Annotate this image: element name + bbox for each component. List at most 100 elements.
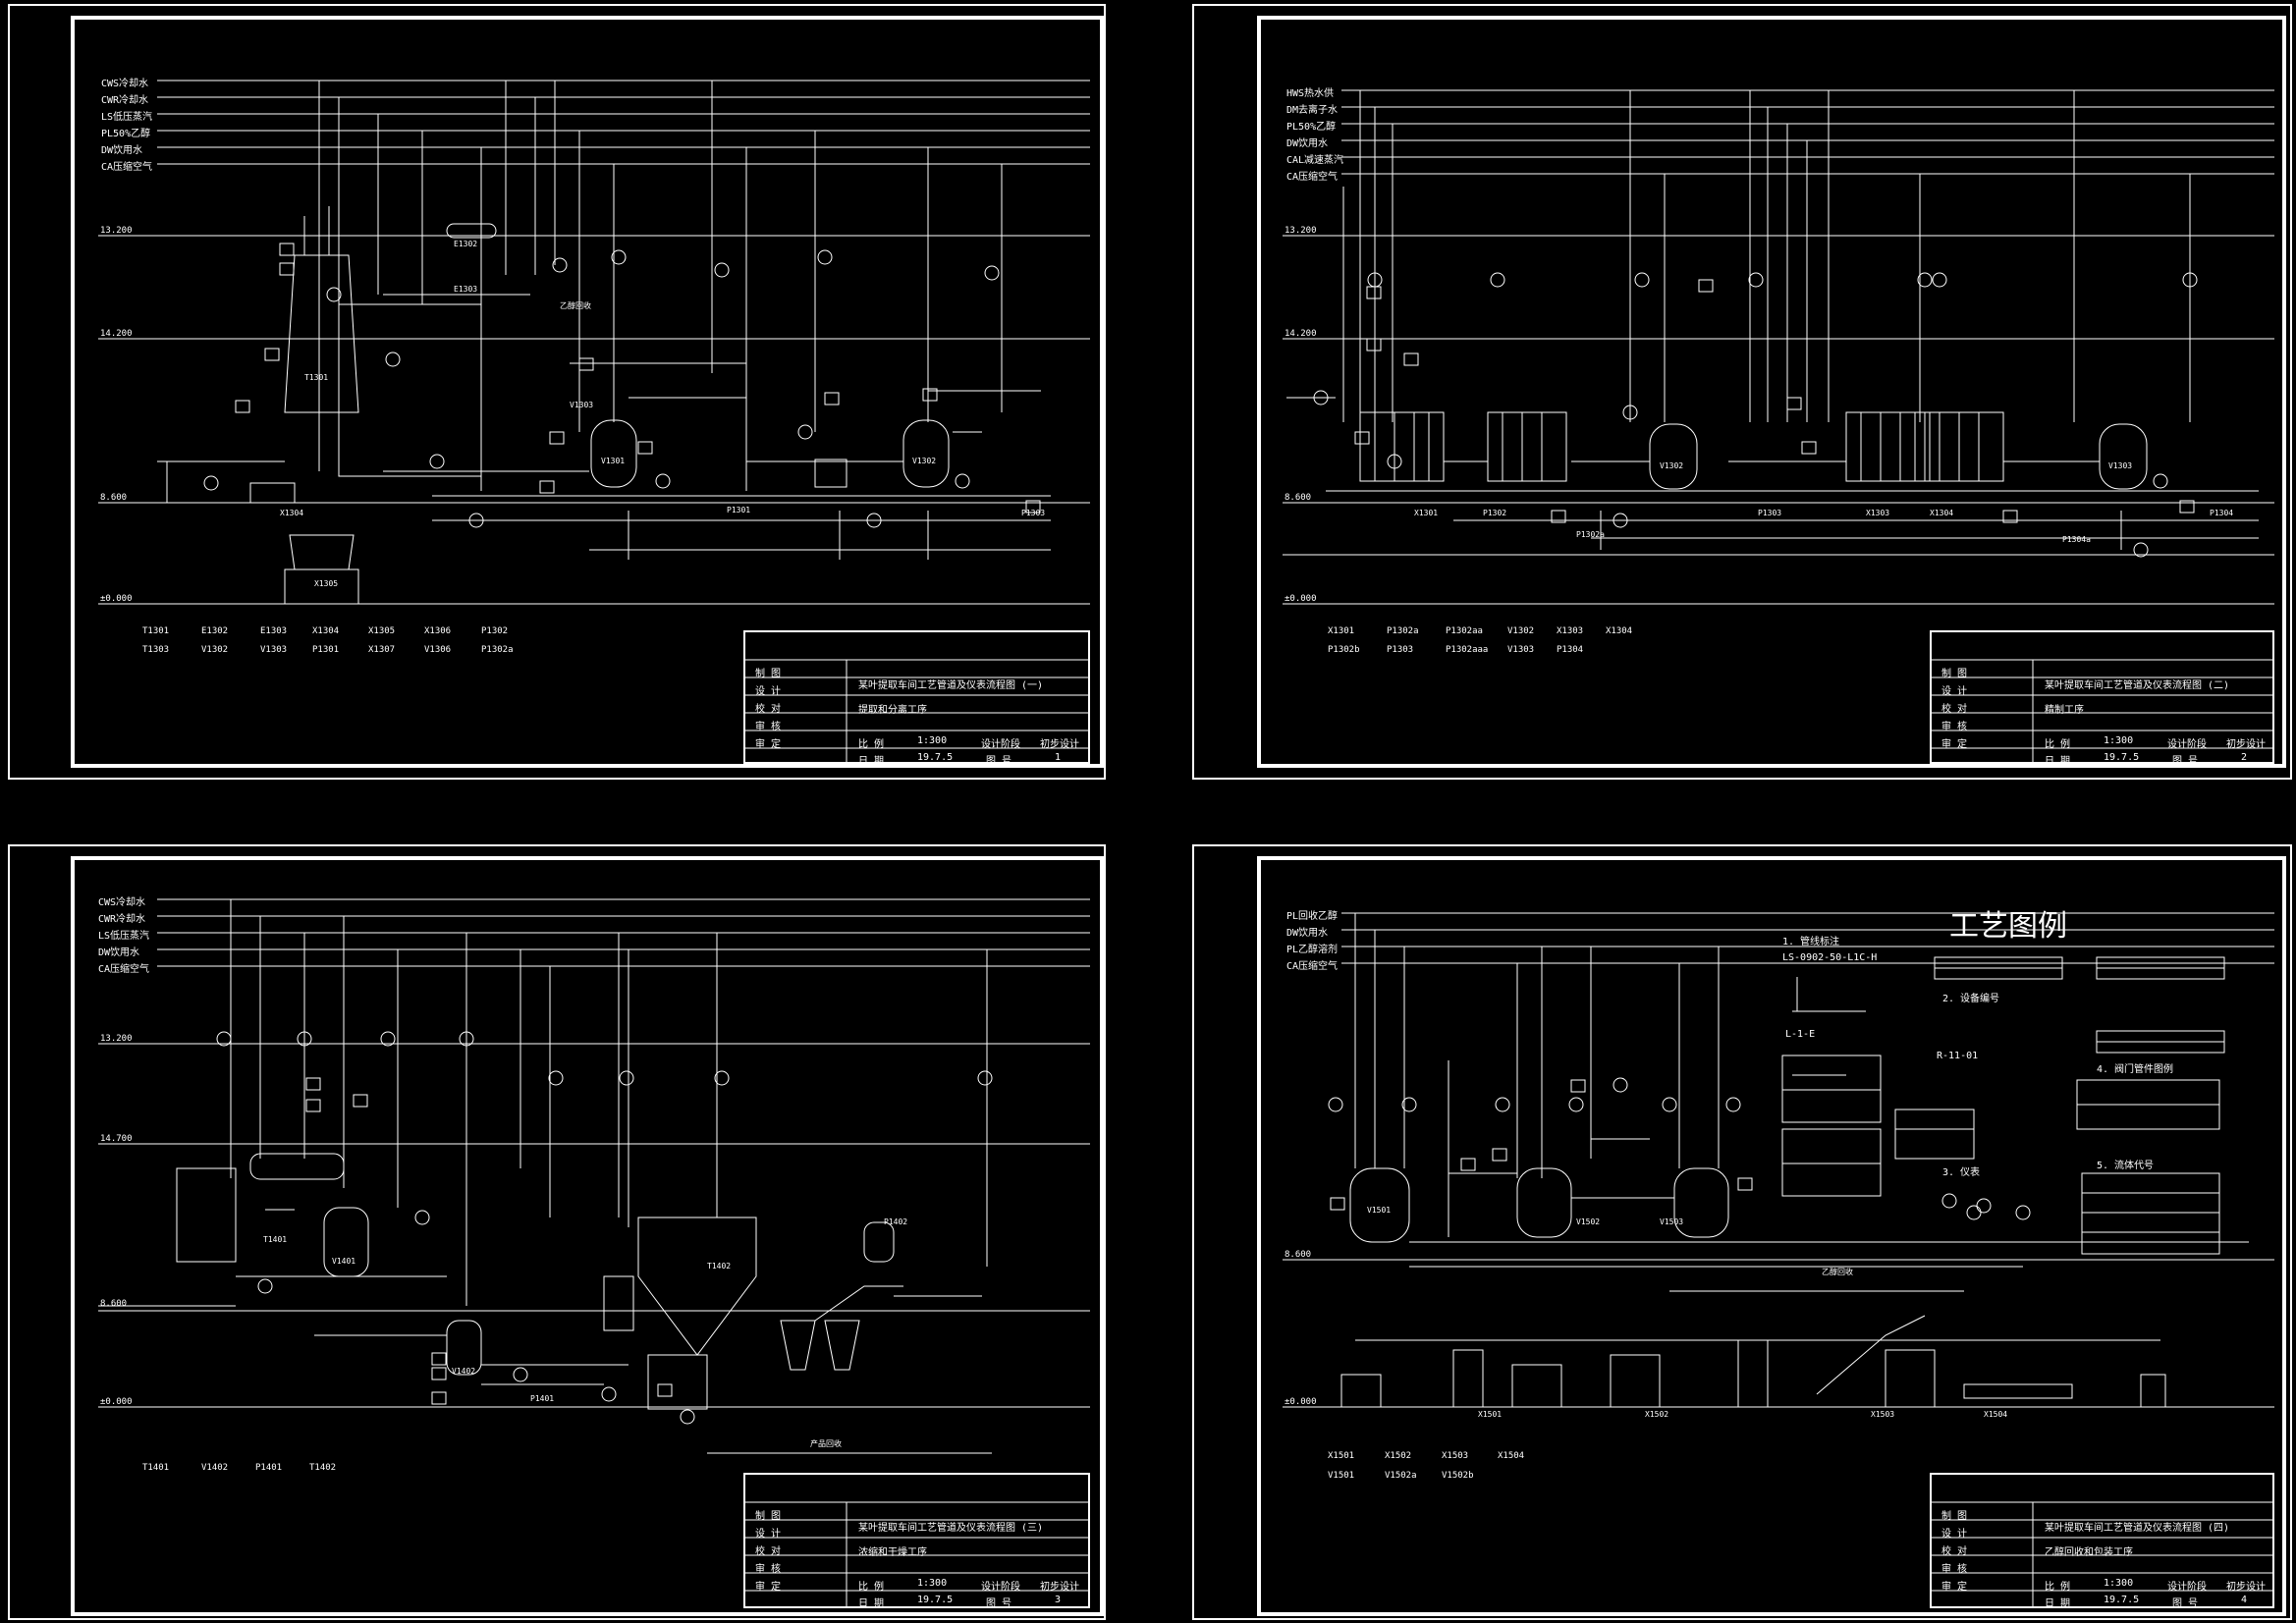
title-block-4: 制 图 设 计 校 对 审 核 审 定 某叶提取车间工艺管道及仪表流程图 (四)… xyxy=(1930,1473,2274,1609)
legend-item: T1402 xyxy=(309,1463,337,1473)
legend-item: V1502b xyxy=(1442,1471,1474,1481)
legend-item: P1302a xyxy=(1387,626,1419,636)
tb-label-stage: 设计阶段 xyxy=(2167,739,2207,750)
tb-label-review: 审 核 xyxy=(1941,1564,1968,1575)
tb-label-draw: 制 图 xyxy=(1941,1511,1968,1522)
utility-label: DM去离子水 xyxy=(1286,105,1339,116)
equipment-tag: P1302a xyxy=(1576,530,1605,539)
tb-label-scale: 比 例 xyxy=(2045,739,2071,750)
legend-item: T1301 xyxy=(142,626,170,636)
level-label: 13.200 xyxy=(100,1034,133,1044)
utility-label: PL乙醇溶剂 xyxy=(1286,945,1339,955)
tb-stage: 初步设计 xyxy=(2226,1582,2266,1593)
tb-label-stage: 设计阶段 xyxy=(2167,1582,2207,1593)
drawing-sheet-1 xyxy=(8,4,1106,780)
legend-section: 1. 管线标注 xyxy=(1782,937,1840,947)
legend-item: V1302 xyxy=(201,645,229,655)
level-label: ±0.000 xyxy=(1285,1397,1317,1407)
equipment-tag: V1503 xyxy=(1660,1217,1684,1226)
equipment-tag: X1304 xyxy=(280,509,304,517)
tb-no: 1 xyxy=(1055,752,1062,763)
tb-label-stage: 设计阶段 xyxy=(981,739,1020,750)
utility-label: PL50%乙醇 xyxy=(1286,122,1337,133)
title-block-1: 制 图 设 计 校 对 审 核 审 定 某叶提取车间工艺管道及仪表流程图 (一)… xyxy=(743,630,1090,767)
legend-item: X1307 xyxy=(368,645,396,655)
tb-label-date: 日 期 xyxy=(858,756,885,767)
tb-label-draw: 制 图 xyxy=(755,669,782,679)
tb-label-scale: 比 例 xyxy=(858,1582,885,1593)
tb-no: 4 xyxy=(2241,1595,2248,1605)
utility-label: CWR冷却水 xyxy=(101,95,149,106)
utility-label: PL50%乙醇 xyxy=(101,129,151,139)
equipment-tag: X1503 xyxy=(1871,1410,1895,1419)
legend-item: V1502a xyxy=(1385,1471,1417,1481)
level-label: 13.200 xyxy=(100,226,133,236)
tb-scale: 1:300 xyxy=(2104,1578,2134,1589)
level-label: 8.600 xyxy=(100,493,128,503)
equipment-tag: P1304a xyxy=(2062,535,2091,544)
legend-item: P1301 xyxy=(312,645,340,655)
tb-title-2: 乙醇回收和包装工序 xyxy=(2045,1547,2133,1558)
utility-label: CA压缩空气 xyxy=(1286,961,1339,972)
utility-label: DW饮用水 xyxy=(98,947,140,958)
legend-title: 工艺图例 xyxy=(1949,909,2067,944)
legend-sample: LS-0902-50-L1C-H xyxy=(1782,952,1878,963)
tb-label-design: 设 计 xyxy=(1941,686,1968,697)
tb-label-review: 审 核 xyxy=(755,722,782,732)
legend-item: X1501 xyxy=(1328,1451,1355,1461)
drawing-sheet-3 xyxy=(8,844,1106,1620)
tb-label-check: 校 对 xyxy=(755,1546,782,1557)
utility-label: DW饮用水 xyxy=(101,145,143,156)
tb-label-check: 校 对 xyxy=(1941,1546,1968,1557)
legend-item: E1303 xyxy=(260,626,288,636)
equipment-tag: V1401 xyxy=(332,1257,356,1266)
utility-label: CAL减速蒸汽 xyxy=(1286,155,1344,166)
level-label: 14.700 xyxy=(100,1134,133,1144)
tb-scale: 1:300 xyxy=(2104,735,2134,746)
legend-section: 2. 设备编号 xyxy=(1942,994,2000,1004)
drawing-frame-3 xyxy=(71,856,1104,1616)
tb-label-stage: 设计阶段 xyxy=(981,1582,1020,1593)
tb-title-2: 提取和分离工序 xyxy=(858,705,927,716)
utility-label: CWS冷却水 xyxy=(101,79,149,89)
legend-item: X1306 xyxy=(424,626,452,636)
equipment-tag: X1303 xyxy=(1866,509,1890,517)
tb-label-check: 校 对 xyxy=(755,704,782,715)
tb-label-date: 日 期 xyxy=(2045,1598,2071,1609)
tb-label-approve: 审 定 xyxy=(1941,1582,1968,1593)
tb-label-approve: 审 定 xyxy=(755,1582,782,1593)
equipment-tag: T1301 xyxy=(304,373,329,382)
equipment-tag: V1402 xyxy=(452,1367,476,1376)
legend-item: T1303 xyxy=(142,645,170,655)
drawing-sheet-4 xyxy=(1192,844,2292,1620)
equipment-tag: V1502 xyxy=(1576,1217,1601,1226)
level-label: ±0.000 xyxy=(1285,594,1317,604)
tb-scale: 1:300 xyxy=(917,735,948,746)
level-label: ±0.000 xyxy=(100,1397,133,1407)
tb-label-design: 设 计 xyxy=(755,686,782,697)
tb-date: 19.7.5 xyxy=(917,752,954,763)
tb-no: 3 xyxy=(1055,1595,1062,1605)
level-label: 14.200 xyxy=(100,329,133,339)
utility-label: CA压缩空气 xyxy=(101,162,153,173)
legend-item: X1504 xyxy=(1498,1451,1525,1461)
tb-scale: 1:300 xyxy=(917,1578,948,1589)
equipment-tag: E1303 xyxy=(454,285,478,294)
equipment-tag: X1504 xyxy=(1984,1410,2008,1419)
equipment-tag: V1501 xyxy=(1367,1206,1392,1215)
tb-label-scale: 比 例 xyxy=(2045,1582,2071,1593)
equipment-tag: P1303 xyxy=(1021,509,1046,517)
legend-item: V1303 xyxy=(1507,645,1535,655)
tb-stage: 初步设计 xyxy=(1040,739,1079,750)
legend-item: T1401 xyxy=(142,1463,170,1473)
legend-section: 4. 阀门管件图例 xyxy=(2097,1064,2174,1075)
tb-label-draw: 制 图 xyxy=(1941,669,1968,679)
equipment-tag: P1303 xyxy=(1758,509,1782,517)
equipment-tag: V1303 xyxy=(570,401,594,409)
legend-item: P1302aa xyxy=(1446,626,1483,636)
tb-label-draw: 制 图 xyxy=(755,1511,782,1522)
tb-title-1: 某叶提取车间工艺管道及仪表流程图 (三) xyxy=(858,1523,1044,1534)
level-label: 8.600 xyxy=(1285,1250,1312,1260)
utility-label: HWS热水供 xyxy=(1286,88,1335,99)
tb-label-no: 图 号 xyxy=(986,756,1012,767)
